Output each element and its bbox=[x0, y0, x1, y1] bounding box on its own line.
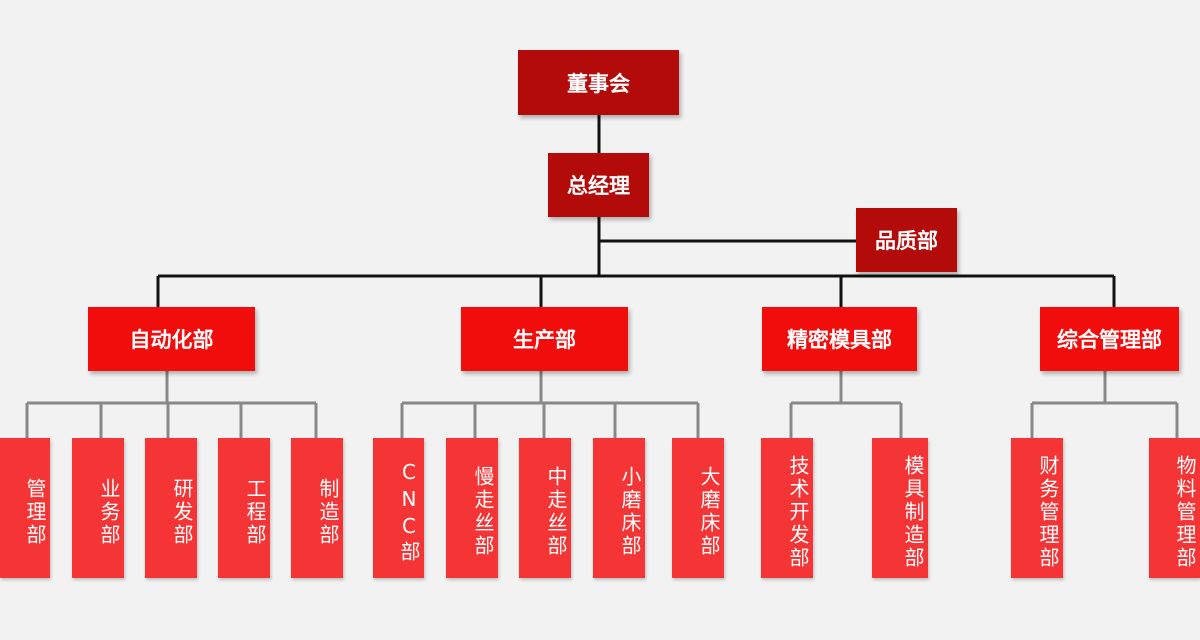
dept-box-automation: 自动化部 bbox=[88, 307, 255, 371]
sub-dept-box: 小磨床部 bbox=[593, 438, 645, 578]
sub-dept-box: 财务管理部 bbox=[1011, 438, 1063, 578]
sub-dept-box: CNC部 bbox=[373, 438, 424, 578]
dept-box-production: 生产部 bbox=[461, 307, 628, 371]
general-manager-box: 总经理 bbox=[548, 153, 649, 217]
sub-dept-box: 大磨床部 bbox=[672, 438, 724, 578]
sub-dept-box: 制造部 bbox=[291, 438, 343, 578]
sub-dept-box: 业务部 bbox=[72, 438, 124, 578]
dept-box-general-admin: 综合管理部 bbox=[1040, 307, 1179, 371]
dept-box-precision-mold: 精密模具部 bbox=[762, 307, 917, 371]
sub-connectors bbox=[25, 371, 1179, 438]
main-connectors bbox=[156, 115, 1116, 307]
sub-dept-box: 技术开发部 bbox=[761, 438, 813, 578]
board-box: 董事会 bbox=[518, 50, 679, 115]
sub-dept-box: 慢走丝部 bbox=[446, 438, 498, 578]
sub-dept-box: 管理部 bbox=[0, 438, 50, 578]
quality-dept-box: 品质部 bbox=[856, 208, 957, 272]
sub-dept-box: 研发部 bbox=[145, 438, 197, 578]
sub-dept-box: 模具制造部 bbox=[872, 438, 928, 578]
sub-dept-box: 工程部 bbox=[218, 438, 270, 578]
sub-dept-box: 中走丝部 bbox=[519, 438, 571, 578]
sub-dept-box: 物料管理部 bbox=[1149, 438, 1200, 578]
